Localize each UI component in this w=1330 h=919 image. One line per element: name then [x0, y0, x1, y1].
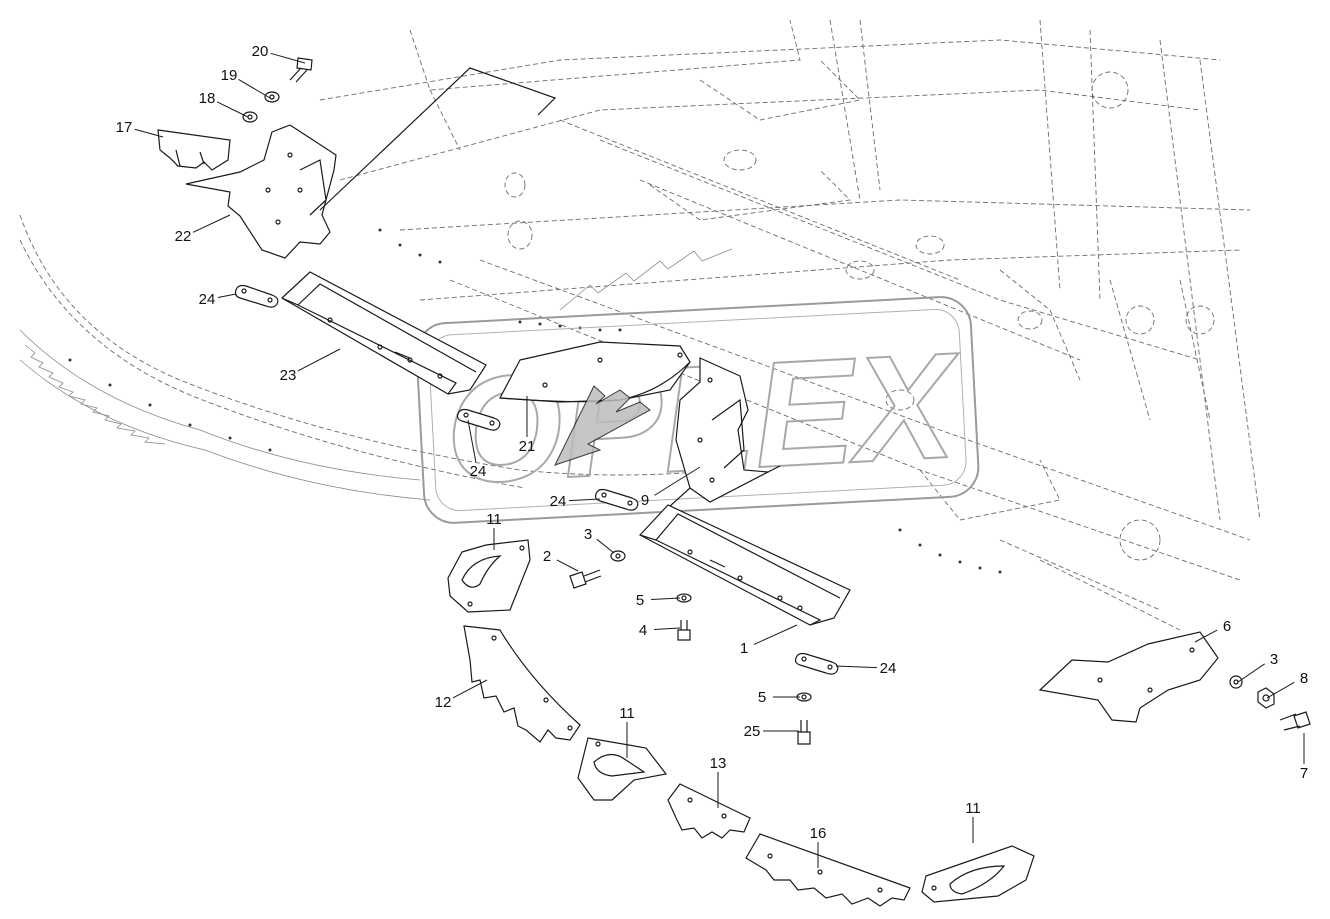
part-24-strap-b — [456, 408, 501, 431]
callout-c5a: 5 — [636, 592, 644, 609]
leader-line-c24d — [835, 665, 878, 669]
leader-line-c1 — [753, 624, 798, 645]
leader-line-c18 — [216, 101, 249, 118]
leader-line-c2 — [556, 559, 579, 572]
part-19-washer — [264, 91, 280, 103]
callout-c24c: 24 — [550, 493, 567, 510]
part-9-side-plate — [659, 357, 781, 516]
part-1-rail — [639, 504, 851, 626]
callout-c3b: 3 — [1270, 651, 1278, 668]
part-4-bolt — [677, 620, 691, 641]
part-12-blade — [463, 625, 581, 743]
part-22-plate — [185, 67, 557, 259]
leader-line-c20 — [270, 52, 306, 64]
part-11-guard-c — [921, 845, 1035, 903]
leader-line-c12 — [452, 679, 488, 699]
leader-line-c24b — [467, 419, 477, 463]
leader-line-c24c — [568, 498, 601, 502]
leader-line-c3a — [596, 538, 615, 554]
callout-c4: 4 — [639, 622, 647, 639]
callout-c1: 1 — [740, 640, 748, 657]
callout-c25: 25 — [744, 723, 761, 740]
part-5-washer-a — [676, 593, 692, 603]
part-16-blade — [745, 833, 911, 907]
callout-c2: 2 — [543, 548, 551, 565]
part-24-strap-c — [594, 488, 639, 511]
part-24-strap-a — [234, 284, 279, 308]
part-11-guard-a — [447, 539, 531, 613]
callout-c16: 16 — [810, 825, 827, 842]
part-3-washer-b — [1229, 675, 1243, 689]
callout-c18: 18 — [199, 90, 216, 107]
leader-line-c8 — [1266, 681, 1295, 699]
callout-c8: 8 — [1300, 670, 1308, 687]
part-3-washer-a — [610, 550, 626, 562]
leader-line-c6 — [1194, 629, 1218, 643]
callout-c3a: 3 — [584, 526, 592, 543]
leader-line-c17 — [134, 128, 164, 138]
leader-line-c24a — [217, 293, 237, 298]
callout-c19: 19 — [221, 67, 238, 84]
callout-c22: 22 — [175, 228, 192, 245]
callout-c20: 20 — [252, 43, 269, 60]
part-20-bolt — [289, 57, 313, 83]
part-6-plate — [1038, 631, 1219, 723]
callout-c13: 13 — [710, 755, 727, 772]
part-24-strap-d — [794, 652, 839, 675]
callout-c17: 17 — [116, 119, 133, 136]
callout-c24b: 24 — [470, 463, 487, 480]
callout-c21: 21 — [519, 438, 536, 455]
callout-c23: 23 — [280, 367, 297, 384]
leader-line-c22 — [192, 214, 231, 233]
leader-line-c9 — [654, 466, 701, 496]
callout-c5b: 5 — [758, 689, 766, 706]
callout-c24a: 24 — [199, 291, 216, 308]
callout-c7: 7 — [1300, 765, 1308, 782]
part-13-blade — [667, 783, 751, 839]
part-11-guard-b — [577, 737, 668, 801]
callout-c6: 6 — [1223, 618, 1231, 635]
part-18-washer — [242, 111, 258, 123]
leader-line-c3b — [1237, 663, 1266, 683]
part-17-bracket — [157, 129, 231, 171]
callout-c11c: 11 — [965, 800, 981, 817]
machine-frame-background — [19, 19, 1261, 631]
leader-line-c4 — [653, 627, 681, 631]
part-7-bolt — [1279, 711, 1311, 731]
callout-c12: 12 — [435, 694, 452, 711]
callout-c9: 9 — [641, 492, 649, 509]
part-23-rail — [280, 271, 487, 395]
part-8-nut — [1257, 687, 1275, 709]
part-2-bolt — [569, 569, 602, 589]
part-25-bolt — [797, 720, 811, 745]
leader-line-c23 — [297, 348, 341, 372]
leader-line-c19 — [238, 78, 271, 99]
leader-line-c5a — [650, 597, 681, 601]
callout-c24d: 24 — [880, 660, 897, 677]
callout-c11a: 11 — [486, 511, 502, 528]
part-21-deflector — [499, 341, 691, 466]
callout-c11b: 11 — [619, 705, 635, 722]
